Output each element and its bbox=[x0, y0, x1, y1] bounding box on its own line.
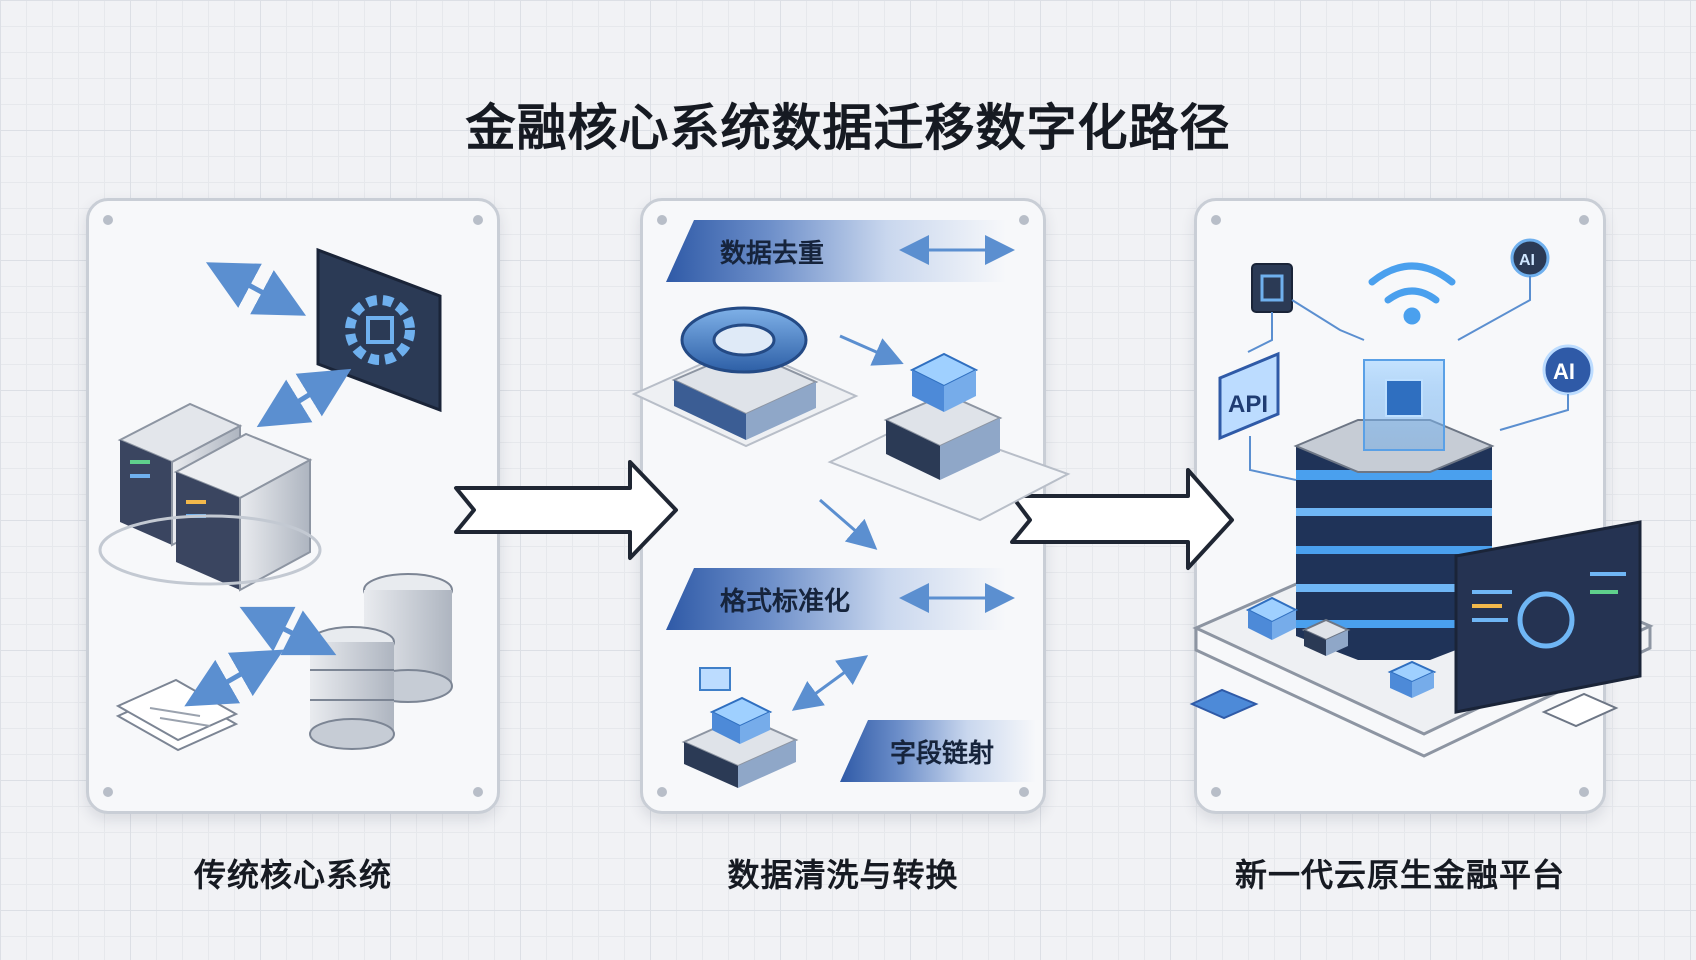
ai-badge-icon-top: AI bbox=[1510, 238, 1550, 278]
wifi-signal-icon bbox=[1368, 262, 1456, 325]
step-dedup: 数据去重 bbox=[666, 220, 1006, 282]
step-field-mapping-label: 字段链射 bbox=[890, 738, 995, 769]
step-normalize-label: 格式标准化 bbox=[720, 586, 851, 617]
ai-label-right: AI bbox=[1553, 359, 1575, 384]
step-dedup-label: 数据去重 bbox=[720, 238, 825, 269]
stage-caption-cleansing: 数据清洗与转换 bbox=[727, 856, 959, 894]
stage-caption-legacy: 传统核心系统 bbox=[193, 856, 392, 894]
legacy-database-icon bbox=[309, 573, 453, 750]
legacy-flow-arrows bbox=[184, 262, 352, 707]
network-lines bbox=[1247, 276, 1569, 481]
gear-platform-icon bbox=[631, 306, 859, 448]
legacy-monitor-icon bbox=[316, 247, 442, 413]
legacy-server-icon bbox=[98, 402, 322, 592]
transition-arrow-1 bbox=[454, 460, 678, 560]
cleansing-flow-arrows bbox=[791, 334, 904, 711]
edge-node-icons bbox=[1189, 596, 1619, 728]
data-cube-icon bbox=[827, 352, 1071, 522]
ai-label-top: AI bbox=[1519, 252, 1535, 269]
api-label: API bbox=[1228, 391, 1268, 418]
cloud-server-tower-icon bbox=[1293, 359, 1495, 660]
chip-icon bbox=[1251, 263, 1293, 313]
step-field-mapping: 字段链射 bbox=[840, 720, 1036, 782]
api-badge-icon: API bbox=[1218, 351, 1280, 441]
mapping-node-icon bbox=[681, 667, 799, 788]
transition-arrow-2 bbox=[1010, 468, 1234, 570]
page-title: 金融核心系统数据迁移数字化路径 bbox=[465, 99, 1231, 157]
ai-badge-icon-right: AI bbox=[1542, 344, 1594, 396]
stage-caption-cloud: 新一代云原生金融平台 bbox=[1234, 856, 1565, 894]
legacy-documents-icon bbox=[115, 678, 239, 752]
dashboard-screen-icon bbox=[1454, 520, 1642, 714]
